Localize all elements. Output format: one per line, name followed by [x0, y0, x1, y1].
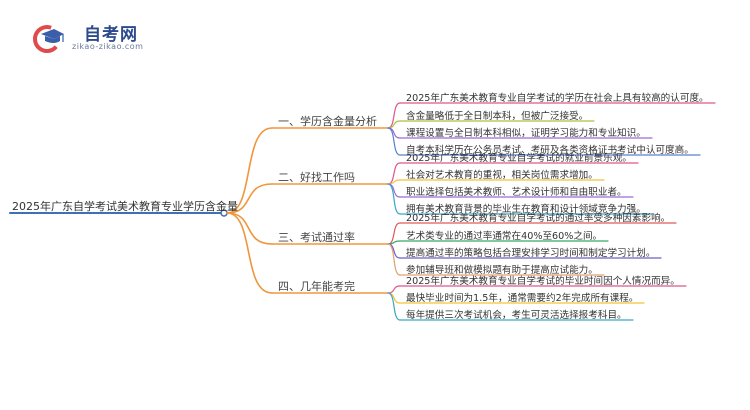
branch-label: 一、学历含金量分析 [278, 115, 377, 128]
leaf-connector [387, 240, 401, 245]
leaf-label: 职业选择包括美术教师、艺术设计师和自由职业者。 [406, 187, 627, 198]
root-node-label: 2025年广东自学考试美术教育专业学历含金量 [12, 200, 238, 213]
leaf-connector [387, 179, 401, 185]
leaf-label: 最快毕业时间为1.5年，通常需要约2年完成所有课程。 [406, 293, 639, 304]
leaf-connector [387, 162, 401, 185]
branch-connector [226, 212, 273, 245]
leaf-label: 拥有美术教育背景的毕业生在教育和设计领域竞争力强。 [406, 204, 646, 215]
branch-label: 三、考试通过率 [278, 231, 355, 244]
leaf-label: 参加辅导班和做模拟题有助于提高应试能力。 [406, 265, 598, 276]
leaf-label: 社会对艺术教育的重视，相关岗位需求增加。 [406, 170, 598, 181]
leaf-label: 2025年广东美术教育专业自学考试的毕业时间因个人情况而异。 [406, 276, 680, 287]
leaf-label: 含金量略低于全日制本科，但被广泛接受。 [406, 111, 589, 122]
branch-label: 二、好找工作吗 [278, 171, 355, 184]
leaf-connector [387, 292, 401, 321]
graduation-cap-logo-icon [33, 25, 64, 53]
leaf-label: 自考本科学历在公务员考试、考研及各类资格证书考试中认可度高。 [406, 145, 694, 156]
leaf-connector [387, 243, 401, 276]
logo-subtitle: zikao-zikao.com [72, 42, 144, 51]
leaf-label: 艺术类专业的通过率通常在40%至60%之间。 [406, 231, 603, 242]
leaf-label: 每年提供三次考试机会，考生可灵活选择报考科目。 [406, 310, 627, 321]
leaf-connector [387, 285, 401, 294]
leaf-label: 2025年广东美术教育专业自学考试的就业前景乐观。 [406, 153, 632, 164]
leaf-label: 课程设置与全日制本科相似，证明学习能力和专业知识。 [406, 128, 646, 139]
leaf-connector [387, 183, 401, 215]
leaf-label: 提高通过率的策略包括合理安排学习时间和制定学习计划。 [406, 248, 656, 259]
branch-label: 四、几年能考完 [278, 280, 355, 293]
leaf-label: 2025年广东美术教育专业自学考试的通过率受多种因素影响。 [406, 213, 671, 224]
branch-connector [226, 212, 273, 294]
branch-connector [226, 183, 273, 214]
leaf-label: 2025年广东美术教育专业自学考试的学历在社会上具有较高的认可度。 [406, 93, 709, 104]
branch-connector [226, 127, 273, 214]
logo-title: 自考网 [84, 25, 138, 45]
site-logo[interactable]: 自考网 zikao-zikao.com [28, 18, 178, 58]
leaf-connector [387, 127, 401, 156]
